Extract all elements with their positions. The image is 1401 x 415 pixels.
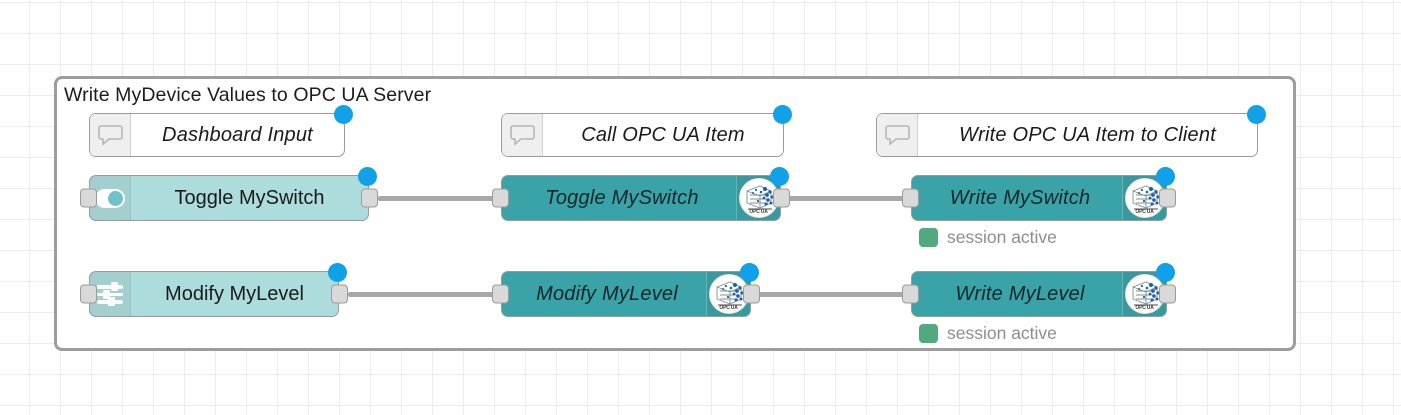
output-port[interactable] bbox=[773, 188, 790, 208]
wire-toggle-input-to-call bbox=[378, 196, 502, 201]
comment-node-dashboard-input[interactable]: Dashboard Input bbox=[89, 105, 353, 157]
status-indicator bbox=[919, 324, 938, 343]
input-port[interactable] bbox=[80, 284, 97, 304]
comment-node-write-opc-ua-item-to-client[interactable]: Write OPC UA Item to Client bbox=[876, 105, 1266, 157]
comment-node-call-opc-ua-item[interactable]: Call OPC UA Item bbox=[501, 105, 792, 157]
wire-call-to-write-level bbox=[758, 292, 912, 297]
node-toggle-myswitch-call[interactable]: Toggle MySwitch bbox=[492, 167, 790, 221]
node-modify-mylevel-input[interactable]: Modify MyLevel bbox=[80, 263, 348, 317]
wire-level-input-to-call bbox=[348, 292, 502, 297]
output-port[interactable] bbox=[361, 188, 378, 208]
comment-label: Call OPC UA Item bbox=[581, 123, 745, 146]
opcua-logo-icon: OPC UA bbox=[1122, 272, 1166, 316]
wire-call-to-write-switch bbox=[788, 196, 912, 201]
selection-dot[interactable] bbox=[334, 105, 353, 124]
status-mylevel: session active bbox=[919, 323, 1057, 344]
input-port[interactable] bbox=[902, 284, 919, 304]
node-toggle-myswitch-input[interactable]: Toggle MySwitch bbox=[80, 167, 378, 221]
input-port[interactable] bbox=[80, 188, 97, 208]
selection-dot[interactable] bbox=[1156, 263, 1175, 282]
status-label: session active bbox=[947, 227, 1057, 247]
input-port[interactable] bbox=[492, 188, 509, 208]
node-label: Modify MyLevel bbox=[536, 282, 678, 305]
node-label: Toggle MySwitch bbox=[174, 186, 325, 209]
status-label: session active bbox=[947, 323, 1057, 343]
input-port[interactable] bbox=[492, 284, 509, 304]
node-write-myswitch[interactable]: Write MySwitch bbox=[902, 167, 1176, 221]
selection-dot[interactable] bbox=[770, 167, 789, 186]
group-title: Write MyDevice Values to OPC UA Server bbox=[64, 84, 432, 106]
node-label: Toggle MySwitch bbox=[545, 186, 699, 209]
status-indicator bbox=[919, 228, 938, 247]
comment-label: Dashboard Input bbox=[162, 123, 313, 146]
comment-icon bbox=[502, 114, 543, 156]
selection-dot[interactable] bbox=[773, 105, 792, 124]
node-label: Modify MyLevel bbox=[165, 282, 304, 305]
selection-dot[interactable] bbox=[328, 263, 347, 282]
input-port[interactable] bbox=[902, 188, 919, 208]
output-port[interactable] bbox=[1159, 188, 1176, 208]
node-label: Write MyLevel bbox=[955, 282, 1085, 305]
selection-dot[interactable] bbox=[358, 167, 377, 186]
node-write-mylevel[interactable]: Write MyLevel bbox=[902, 263, 1176, 317]
comment-icon bbox=[877, 114, 918, 156]
status-myswitch: session active bbox=[919, 227, 1057, 248]
comment-icon bbox=[90, 114, 131, 156]
comment-label: Write OPC UA Item to Client bbox=[959, 123, 1216, 146]
selection-dot[interactable] bbox=[1247, 105, 1266, 124]
opcua-logo-icon: OPC UA bbox=[1122, 176, 1166, 220]
output-port[interactable] bbox=[743, 284, 760, 304]
node-modify-mylevel-call[interactable]: Modify MyLevel bbox=[492, 263, 760, 317]
output-port[interactable] bbox=[1159, 284, 1176, 304]
node-label: Write MySwitch bbox=[949, 186, 1091, 209]
output-port[interactable] bbox=[331, 284, 348, 304]
selection-dot[interactable] bbox=[740, 263, 759, 282]
selection-dot[interactable] bbox=[1156, 167, 1175, 186]
